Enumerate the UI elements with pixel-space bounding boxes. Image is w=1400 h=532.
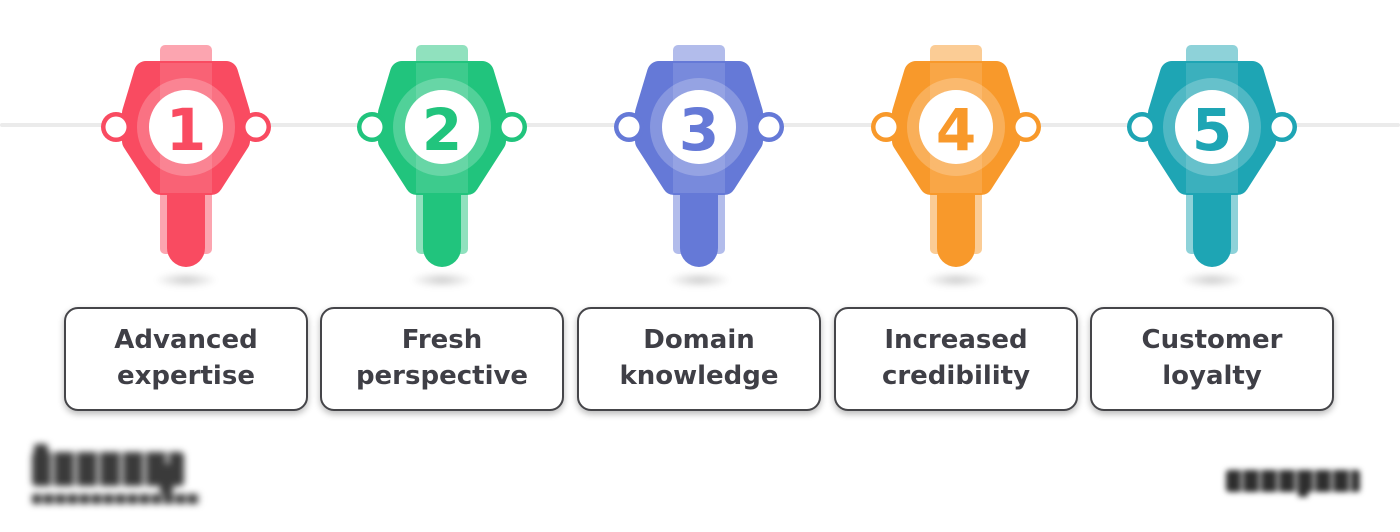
number-circle xyxy=(662,90,736,164)
step-pin-icon: 3 xyxy=(614,45,784,267)
step-label-card: Advanced expertise xyxy=(64,307,308,411)
connector-dot-right xyxy=(1015,116,1037,138)
blurred-brand-logo xyxy=(32,444,208,508)
step-number: 4 xyxy=(936,96,976,164)
step-number: 3 xyxy=(679,96,719,164)
step-pin-icon: 5 xyxy=(1127,45,1297,267)
step-pin-2: 2 xyxy=(342,30,542,274)
step-label-card: Fresh perspective xyxy=(320,307,564,411)
step-pin-3: 3 xyxy=(599,30,799,274)
connector-dot-left xyxy=(875,116,897,138)
pin-stem-shadow xyxy=(154,272,218,288)
number-circle xyxy=(919,90,993,164)
pin-stem-shadow xyxy=(410,272,474,288)
step-number: 5 xyxy=(1192,96,1232,164)
connector-dot-left xyxy=(618,116,640,138)
step-label-card: Increased credibility xyxy=(834,307,1078,411)
step-label-text: Customer loyalty xyxy=(1141,325,1283,391)
blurred-website-wordmark xyxy=(1226,466,1366,498)
blurred-letter-descender xyxy=(160,464,173,494)
blurred-wordmark-bar xyxy=(32,452,184,486)
step-label-text: Domain knowledge xyxy=(619,325,779,391)
blurred-letter-descender xyxy=(1298,482,1308,497)
step-pin-5: 5 xyxy=(1112,30,1312,274)
connector-dot-right xyxy=(1271,116,1293,138)
pin-stem-shadow xyxy=(924,272,988,288)
step-number: 1 xyxy=(166,96,206,164)
step-label-text: Increased credibility xyxy=(881,325,1031,391)
connector-dot-right xyxy=(245,116,267,138)
step-label-card: Domain knowledge xyxy=(577,307,821,411)
step-pin-4: 4 xyxy=(856,30,1056,274)
blurred-letter-ascender xyxy=(34,444,48,486)
connector-dot-left xyxy=(1131,116,1153,138)
step-pin-icon: 2 xyxy=(357,45,527,267)
connector-dot-right xyxy=(501,116,523,138)
step-pin-icon: 1 xyxy=(101,45,271,267)
step-label-card: Customer loyalty xyxy=(1090,307,1334,411)
pin-stem-shadow xyxy=(1180,272,1244,288)
number-circle xyxy=(405,90,479,164)
step-label-text: Fresh perspective xyxy=(355,325,529,391)
connector-dot-right xyxy=(758,116,780,138)
connector-dot-left xyxy=(361,116,383,138)
number-circle xyxy=(1175,90,1249,164)
number-circle xyxy=(149,90,223,164)
blurred-wordmark-bar xyxy=(1226,470,1360,492)
step-pin-1: 1 xyxy=(86,30,286,274)
pin-stem-shadow xyxy=(667,272,731,288)
step-label-text: Advanced expertise xyxy=(114,325,258,391)
step-pin-icon: 4 xyxy=(871,45,1041,267)
step-number: 2 xyxy=(422,96,462,164)
connector-dot-left xyxy=(105,116,127,138)
blurred-tagline-bar xyxy=(32,494,200,504)
